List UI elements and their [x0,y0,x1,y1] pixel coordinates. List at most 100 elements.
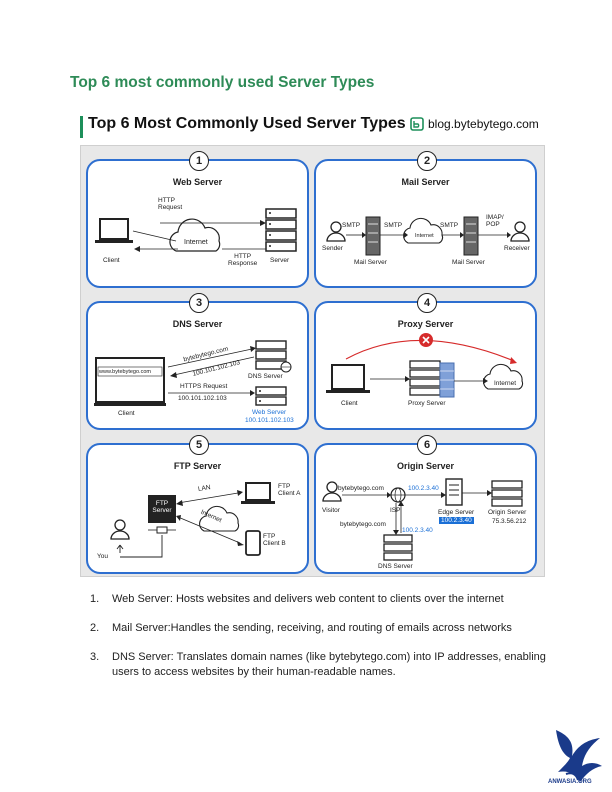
https-ip-label: 100.101.102.103 [178,395,227,402]
panel-web-server: 1 Web Server HTTP Request Internet HTTP … [86,151,309,288]
panel-title: Web Server [172,177,223,187]
internet-label: Internet [415,233,434,239]
server-rack-icon [265,208,297,252]
list-number: 2. [90,622,100,634]
origin-server-label: Origin Server [488,509,527,516]
ftp-switch-icon [148,526,176,534]
list-number: 1. [90,593,100,605]
sender-label: Sender [322,245,343,252]
step-number: 3 [189,293,209,313]
panel-title: Proxy Server [397,319,454,329]
dns-server-label: DNS Server [378,563,413,570]
origin-server-diagram [322,478,523,561]
dns-ip-label: 100.2.3.40 [402,527,433,534]
visitor-label: Visitor [322,507,340,514]
server-label: Server [270,257,290,264]
internet-label: Internet [184,239,208,246]
client-label: Client [103,257,120,264]
list-number: 3. [90,651,100,663]
ftp-client-b-label: FTP Client B [263,533,286,547]
ftp-server-label: FTP Server [152,500,172,514]
laptop-icon [95,218,133,243]
resolved-ip-label: 100.2.3.40 [408,485,439,492]
infographic-header: Top 6 Most Commonly Used Server Types bl… [80,110,543,144]
proxy-server-diagram [326,333,524,398]
dns-server-label: DNS Server [248,373,283,380]
edge-server-icon [445,478,463,506]
brand-name: blog.bytebytego.com [428,117,539,131]
web-server-ip: 100.101.102.103 [245,417,294,424]
mail-server-icon [463,216,479,256]
document-title: Top 6 most commonly used Server Types [70,74,375,91]
http-response-label: HTTP Response [228,253,258,267]
brand: blog.bytebytego.com [410,117,539,131]
ftp-server-diagram [110,482,275,558]
panel-proxy-server: 4 Proxy Server Internet Client Proxy Ser… [314,293,537,430]
panel-dns-server: 3 DNS Server www.bytebytego.com bytebyte… [86,293,309,430]
sender-user-icon [326,221,346,242]
cloud-icon [403,217,444,244]
step-number: 6 [417,435,437,455]
panel-ftp-server: 5 FTP Server FTP Server LAN Internet FTP… [86,435,309,574]
panel-title: Origin Server [396,461,455,471]
panel-title: DNS Server [172,319,223,329]
url-bar-text: www.bytebytego.com [99,369,151,375]
smtp-label: SMTP [384,222,403,229]
list-text: Web Server: Hosts websites and delivers … [112,593,504,605]
list-text: Mail Server:Handles the sending, receivi… [112,622,512,634]
cloud-icon [169,218,221,252]
mail-server-icon [365,216,381,256]
visitor-query-label: bytebytego.com [338,485,384,492]
ftp-client-a-label: FTP Client A [278,483,301,497]
receiver-label: Receiver [504,245,530,252]
list-item: 2. Mail Server:Handles the sending, recei… [90,621,560,636]
proxy-server-label: Proxy Server [408,400,446,407]
dns-server-icon [383,534,413,561]
client-label: Client [118,410,135,417]
cloud-icon [199,505,240,532]
edge-server-label: Edge Server [438,509,475,516]
list-item: 1. Web Server: Hosts websites and deliver… [90,592,560,607]
panel-mail-server: 2 Mail Server SMTP SMTP SMTP IMAP/ POP I… [314,151,537,288]
step-number: 2 [417,151,437,171]
http-request-label: HTTP Request [158,197,183,211]
smtp-label: SMTP [342,222,361,229]
logo-text: ANWASIA.ORG [548,779,592,785]
client-label: Client [341,400,358,407]
infographic: Top 6 Most Commonly Used Server Types bl… [80,110,545,577]
dns-server-diagram [94,340,292,406]
dns-query-label: bytebytego.com [340,521,386,528]
origin-server-ip: 75.3.56.212 [492,518,527,525]
server-grid: 1 Web Server HTTP Request Internet HTTP … [80,145,545,577]
https-request-label: HTTPS Request [180,383,228,390]
laptop-icon [241,482,275,504]
blocked-icon [419,333,433,347]
cloud-icon [483,363,524,390]
web-server-diagram [95,208,297,252]
mail-server-diagram [326,216,530,256]
list-text: DNS Server: Translates domain names (lik… [112,651,546,678]
list-item: 3. DNS Server: Translates domain names (l… [90,650,560,680]
dns-server-icon [255,340,292,373]
infographic-title: Top 6 Most Commonly Used Server Types [88,115,406,132]
web-server-icon [255,386,287,406]
step-number: 4 [417,293,437,313]
visitor-user-icon [322,481,342,502]
mail-server-label: Mail Server [452,259,485,266]
panel-title: Mail Server [401,177,450,187]
firewall-icon [439,362,455,398]
phone-icon [245,530,261,556]
web-server-label: Web Server [252,409,287,416]
smtp-label: SMTP [440,222,459,229]
proxy-server-icon [409,360,441,396]
mail-server-label: Mail Server [354,259,387,266]
globe-icon [390,487,406,503]
receiver-user-icon [510,221,530,242]
imap-pop-label: IMAP/ POP [486,214,504,228]
server-list: 1. Web Server: Hosts websites and deliver… [90,592,560,694]
you-label: You [97,553,108,560]
panel-origin-server: 6 Origin Server bytebytego.com 100.2.3.4… [314,435,537,574]
laptop-icon [326,364,370,393]
step-number: 1 [189,151,209,171]
isp-label: ISP [390,507,401,514]
